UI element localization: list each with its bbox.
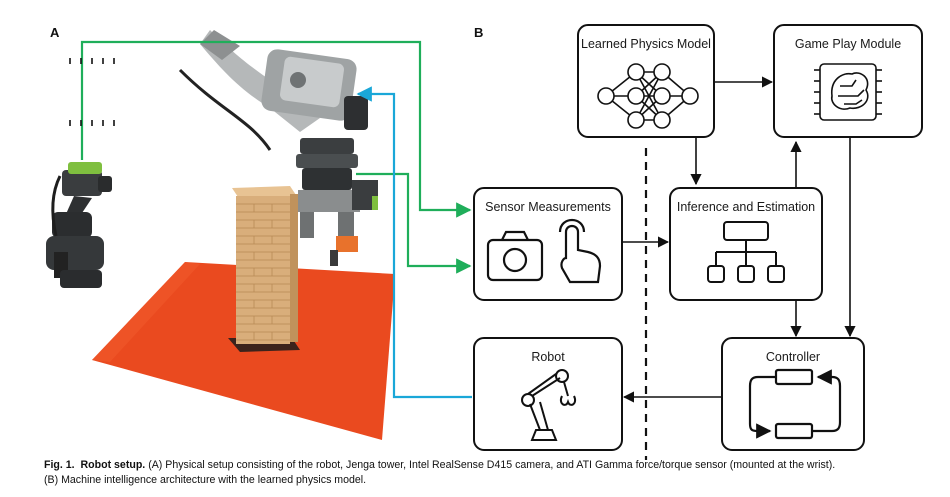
caption-title: Robot setup. [80,459,146,471]
touch-finger-icon [558,218,602,284]
connectors [622,76,856,403]
robot-arm-icon [521,369,577,441]
jenga-tower [232,186,298,344]
panel-a-label: A [50,25,60,40]
caption-part-a-tag: (A) [148,459,163,471]
box-robot: Robot [473,337,623,451]
box-inference-estimation: Inference and Estimation [669,187,823,301]
figure-caption: Fig. 1. Robot setup. (A) Physical setup … [44,458,944,488]
chip-brain-icon [69,58,882,126]
green-camera-line [80,40,472,218]
panel-b-label: B [474,25,483,40]
caption-part-a-text: Physical setup consisting of the robot, … [165,459,836,471]
box-controller: Controller [721,337,865,451]
box-sensor-measurements: Sensor Measurements [473,187,623,301]
learned-physics-title: Learned Physics Model [581,37,711,51]
robot-arm [178,30,378,266]
inference-title: Inference and Estimation [677,200,815,214]
realsense-camera [46,162,112,288]
photo-physical-setup [46,30,395,440]
control-loop-icon [748,368,842,440]
caption-part-b-text: Machine intelligence architecture with t… [61,474,367,486]
game-play-title: Game Play Module [795,37,901,51]
hierarchy-tree-icon [707,221,785,283]
green-ft-sensor-line [356,172,472,274]
caption-part-b-tag: (B) [44,474,59,486]
caption-fig-label: Fig. 1. [44,459,75,471]
robot-title: Robot [531,350,565,364]
box-game-play-module: Game Play Module [69,24,923,138]
sensor-title: Sensor Measurements [485,200,611,214]
controller-title: Controller [766,350,820,364]
blue-robot-command-line [356,86,472,399]
camera-icon [486,230,544,282]
neural-network-icon [597,63,699,129]
box-learned-physics-model: Learned Physics Model [577,24,715,138]
